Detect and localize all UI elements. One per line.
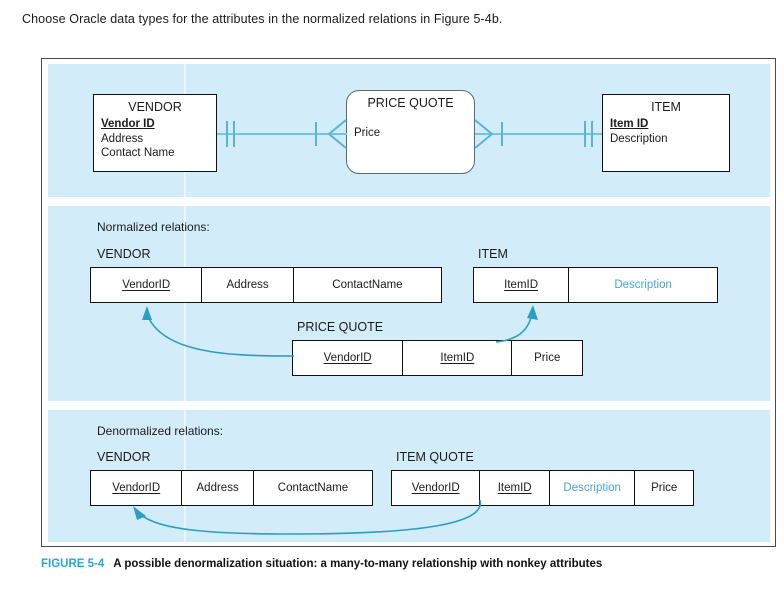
er-diagram-panel: VENDOR Vendor ID Address Contact Name PR… xyxy=(48,64,770,197)
relation-cell-description: Description xyxy=(550,471,636,505)
exercise-prompt: Choose Oracle data types for the attribu… xyxy=(22,12,503,26)
er-entity-vendor-attr-pk: Vendor ID xyxy=(101,118,155,130)
relation-cell-description: Description xyxy=(614,279,672,291)
foreign-key-arrow-item xyxy=(495,305,538,343)
er-entity-item-attr-pk: Item ID xyxy=(610,118,649,130)
page-fold-artifact xyxy=(184,206,186,401)
normalized-relation-name-vendor: VENDOR xyxy=(97,247,151,261)
relation-cell-address: Address xyxy=(202,268,294,302)
normalized-relations-panel: Normalized relations: VENDOR VendorID Ad… xyxy=(48,206,770,401)
relation-cell-itemid: ItemID xyxy=(403,341,513,375)
denormalized-relation-name-vendor: VENDOR xyxy=(97,450,151,464)
normalized-relation-price-quote: VendorID ItemID Price xyxy=(292,340,583,376)
figure-caption-text: A possible denormalization situation: a … xyxy=(113,558,603,570)
figure-caption: FIGURE 5-4 A possible denormalization sit… xyxy=(41,558,602,570)
er-entity-vendor-attr-contact-name: Contact Name xyxy=(101,147,175,159)
relation-cell-address: Address xyxy=(182,471,254,505)
figure-container: VENDOR Vendor ID Address Contact Name PR… xyxy=(41,58,776,547)
er-entity-item-title: ITEM xyxy=(651,100,681,114)
denormalized-relations-panel: Denormalized relations: VENDOR VendorID … xyxy=(48,410,770,542)
normalized-relation-vendor: VendorID Address ContactName xyxy=(90,267,442,303)
figure-number: FIGURE 5-4 xyxy=(41,558,105,570)
er-relationship-vendor-price-quote xyxy=(217,119,347,149)
normalized-section-label: Normalized relations: xyxy=(97,220,210,234)
relation-cell-price: Price xyxy=(651,482,678,494)
normalized-relation-name-item: ITEM xyxy=(478,247,508,261)
er-entity-item-attr-description: Description xyxy=(610,132,668,145)
denormalized-relation-name-item-quote: ITEM QUOTE xyxy=(396,450,474,464)
relation-cell-vendorid: VendorID xyxy=(293,341,404,375)
er-entity-vendor-attr-address: Address xyxy=(101,132,144,145)
relation-cell-vendorid: VendorID xyxy=(392,471,481,505)
relation-cell-contactname: ContactName xyxy=(332,279,403,291)
er-relationship-price-quote-item xyxy=(474,119,602,149)
er-entity-item: ITEM Item ID Description xyxy=(602,94,730,172)
relation-cell-vendorid: VendorID xyxy=(91,268,203,302)
relation-cell-contactname: ContactName xyxy=(277,482,349,494)
denormalized-relation-item-quote: VendorID ItemID Description Price xyxy=(391,470,694,506)
er-entity-vendor: VENDOR Vendor ID Address Contact Name xyxy=(93,94,217,172)
relation-cell-vendorid: VendorID xyxy=(91,471,183,505)
denormalized-relation-vendor: VendorID Address ContactName xyxy=(90,470,373,506)
normalized-relation-item: ItemID Description xyxy=(473,267,718,303)
denormalized-section-label: Denormalized relations: xyxy=(97,424,224,438)
er-entity-vendor-title: VENDOR xyxy=(128,100,182,114)
er-entity-price-quote-title: PRICE QUOTE xyxy=(367,96,454,110)
normalized-relation-name-price-quote: PRICE QUOTE xyxy=(297,320,384,334)
relation-cell-itemid: ItemID xyxy=(480,471,550,505)
foreign-key-arrow-vendor xyxy=(142,306,295,357)
relation-cell-price: Price xyxy=(534,352,561,364)
er-entity-price-quote-attr-price: Price xyxy=(354,127,381,139)
relation-cell-itemid: ItemID xyxy=(474,268,570,302)
er-entity-price-quote: PRICE QUOTE Price xyxy=(346,90,475,174)
